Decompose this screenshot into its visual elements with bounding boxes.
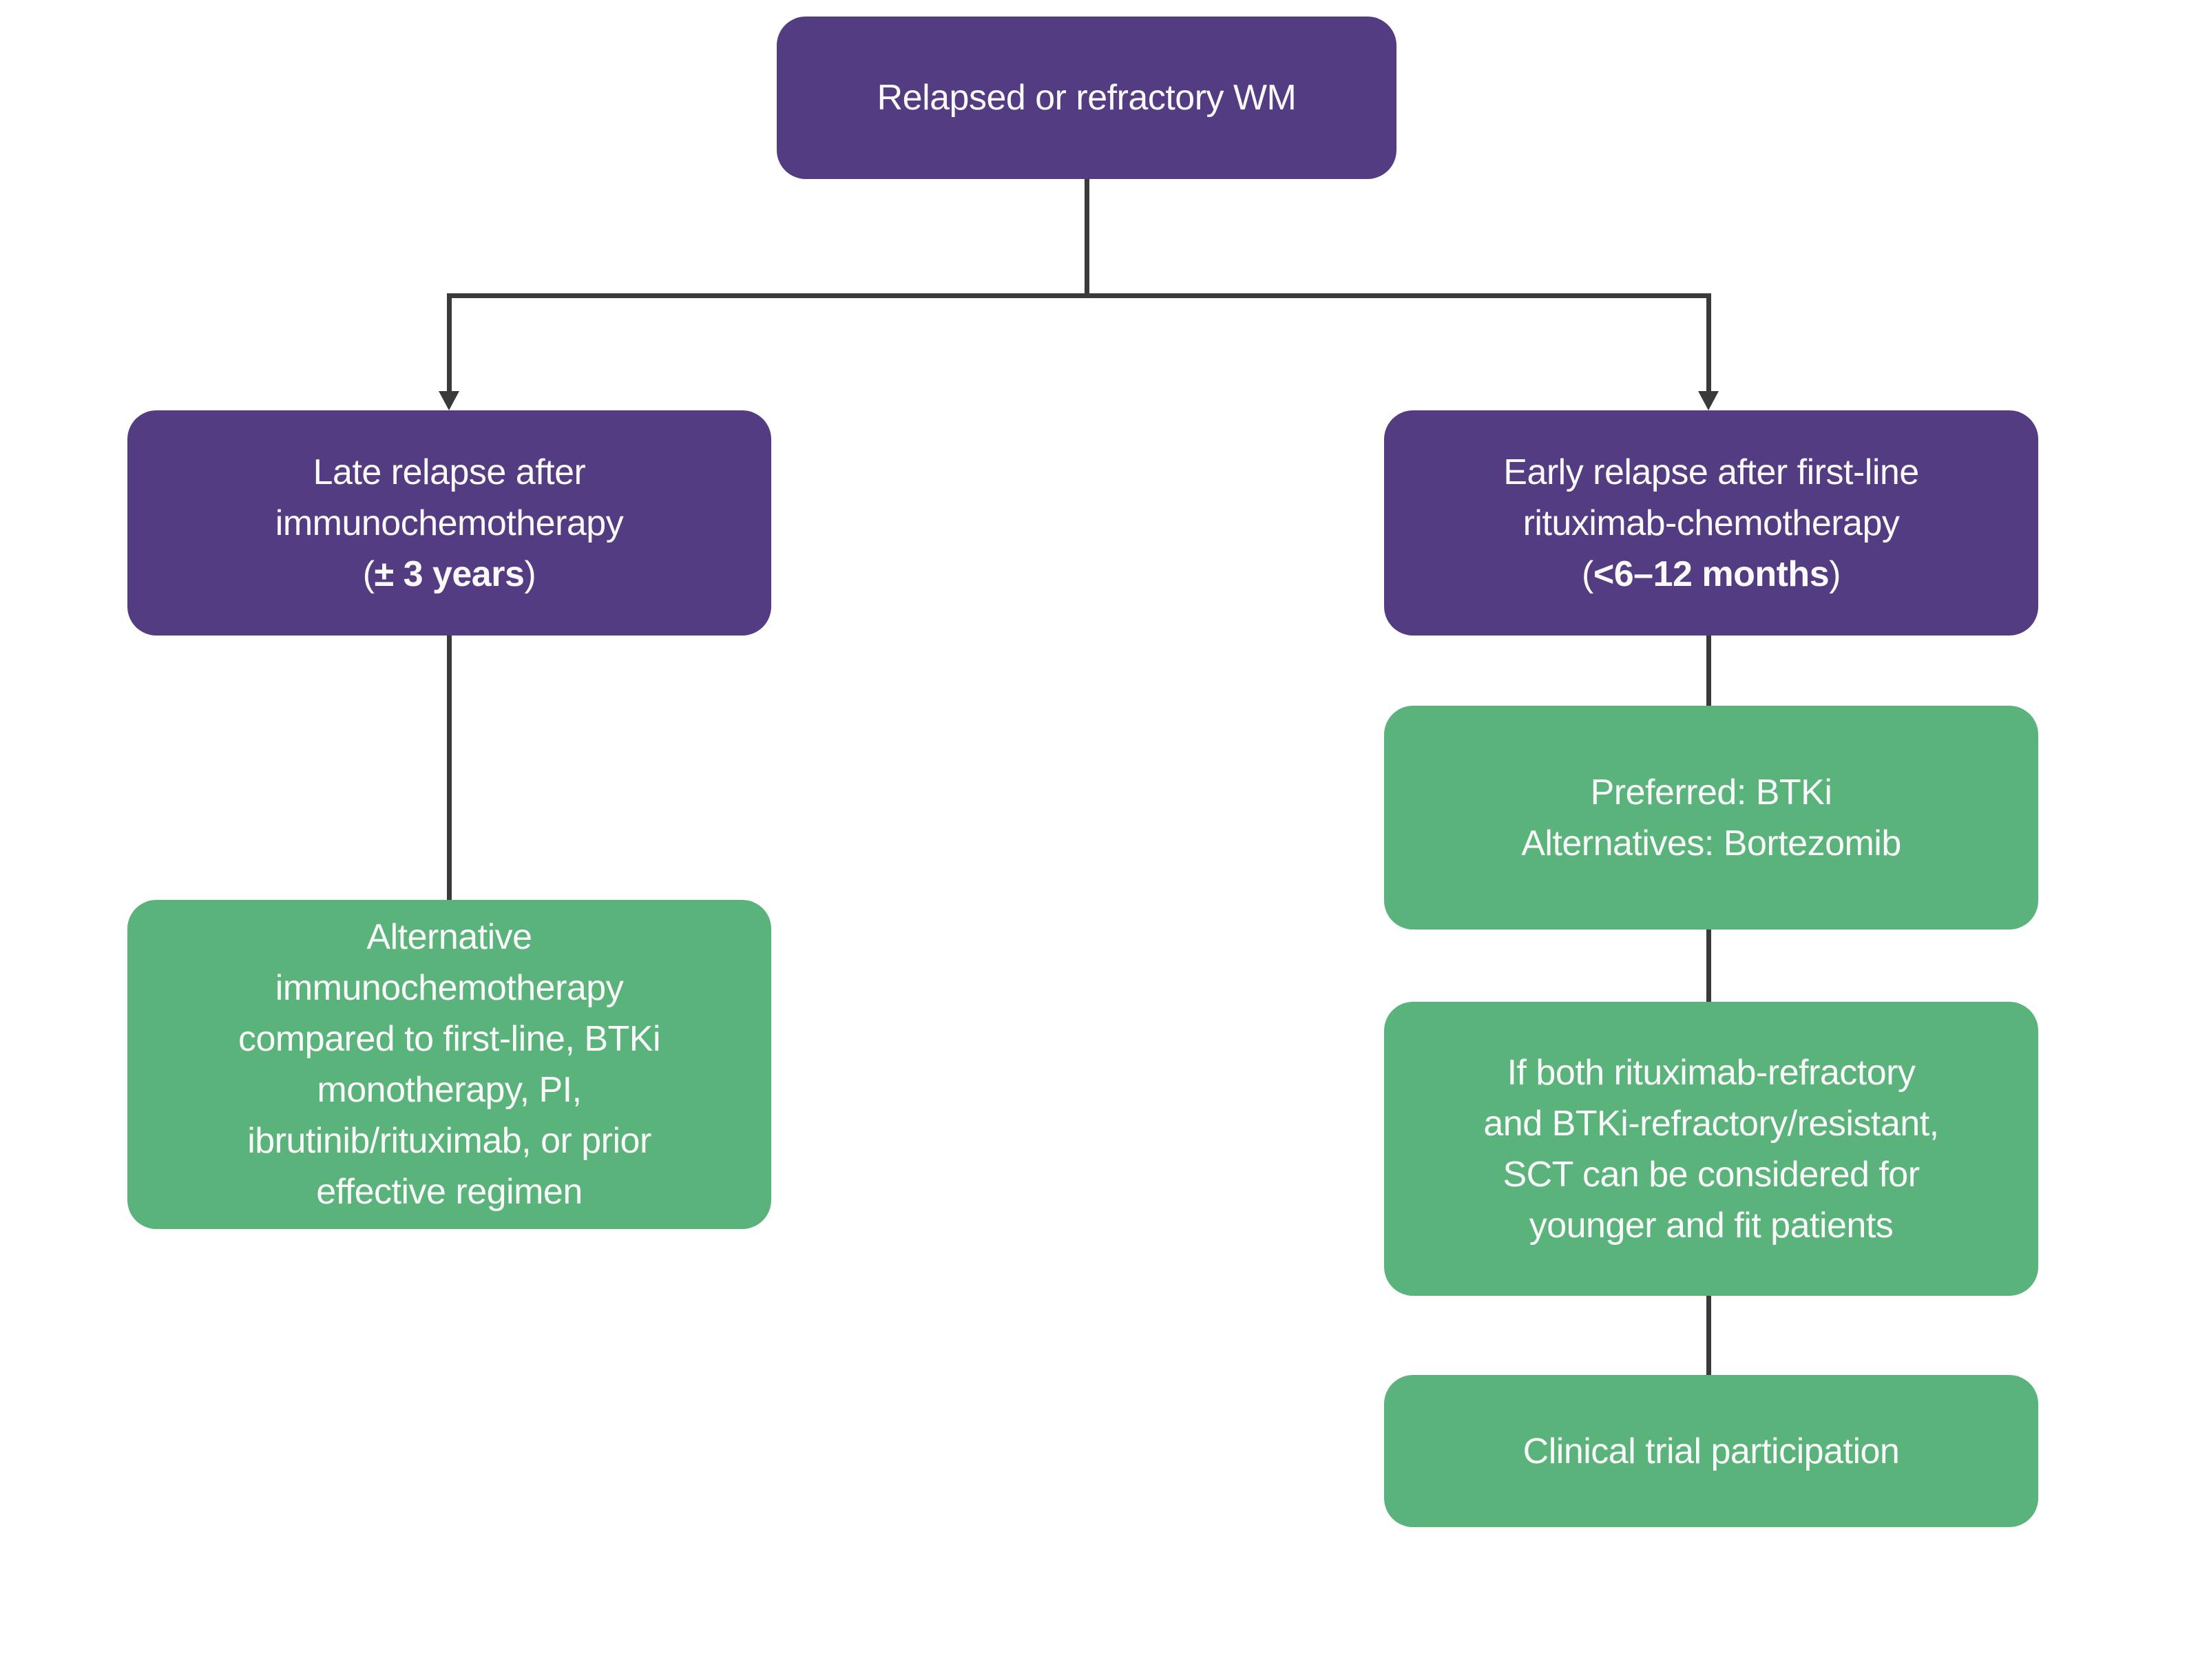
connector-late-to-alternative <box>447 633 452 902</box>
node-late-relapse: Late relapse after immunochemotherapy (±… <box>127 410 771 636</box>
node-preferred-btki: Preferred: BTKi Alternatives: Bortezomib <box>1384 706 2038 930</box>
node-text-line: monotherapy, PI, <box>317 1070 582 1110</box>
node-alternative-immunochemotherapy: Alternative immunochemotherapy compared … <box>127 900 771 1229</box>
node-text-line: immunochemotherapy <box>275 503 624 543</box>
node-text-line: SCT can be considered for <box>1503 1154 1920 1195</box>
arrowhead-left-branch <box>439 391 459 410</box>
node-text-line: (± 3 years) <box>362 554 536 594</box>
node-text-line: effective regimen <box>316 1172 583 1212</box>
node-text-line: younger and fit patients <box>1529 1205 1894 1246</box>
connector-left-drop <box>447 293 452 394</box>
node-text-line: Relapsed or refractory WM <box>877 78 1297 118</box>
connector-early-to-preferred <box>1706 633 1711 708</box>
node-text-line: and BTKi-refractory/resistant, <box>1483 1103 1939 1144</box>
connector-right-drop <box>1706 293 1711 394</box>
node-text-line: Alternatives: Bortezomib <box>1521 823 1901 863</box>
connector-sct-to-trial <box>1706 1294 1711 1377</box>
connector-preferred-to-sct <box>1706 928 1711 1004</box>
node-text-line: immunochemotherapy <box>275 968 624 1008</box>
connector-root-down <box>1085 178 1089 298</box>
node-early-relapse: Early relapse after first-line rituximab… <box>1384 410 2038 636</box>
node-text-line: Preferred: BTKi <box>1590 772 1832 812</box>
node-sct-consideration: If both rituximab-refractory and BTKi-re… <box>1384 1002 2038 1296</box>
node-text-line: (<6–12 months) <box>1582 554 1841 594</box>
node-relapsed-refractory-wm: Relapsed or refractory WM <box>777 17 1396 179</box>
node-text-line: If both rituximab-refractory <box>1507 1052 1916 1093</box>
connector-branch-horizontal <box>447 293 1711 298</box>
node-text-line: Alternative <box>366 917 532 957</box>
node-clinical-trial: Clinical trial participation <box>1384 1375 2038 1527</box>
node-text-line: Early relapse after first-line <box>1503 452 1919 492</box>
arrowhead-right-branch <box>1698 391 1719 410</box>
node-text-line: Late relapse after <box>313 452 586 492</box>
node-text-line: compared to first-line, BTKi <box>238 1019 661 1059</box>
node-text-line: Clinical trial participation <box>1522 1431 1900 1471</box>
node-text-line: rituximab-chemotherapy <box>1522 503 1900 543</box>
node-text-line: ibrutinib/rituximab, or prior <box>247 1121 651 1161</box>
